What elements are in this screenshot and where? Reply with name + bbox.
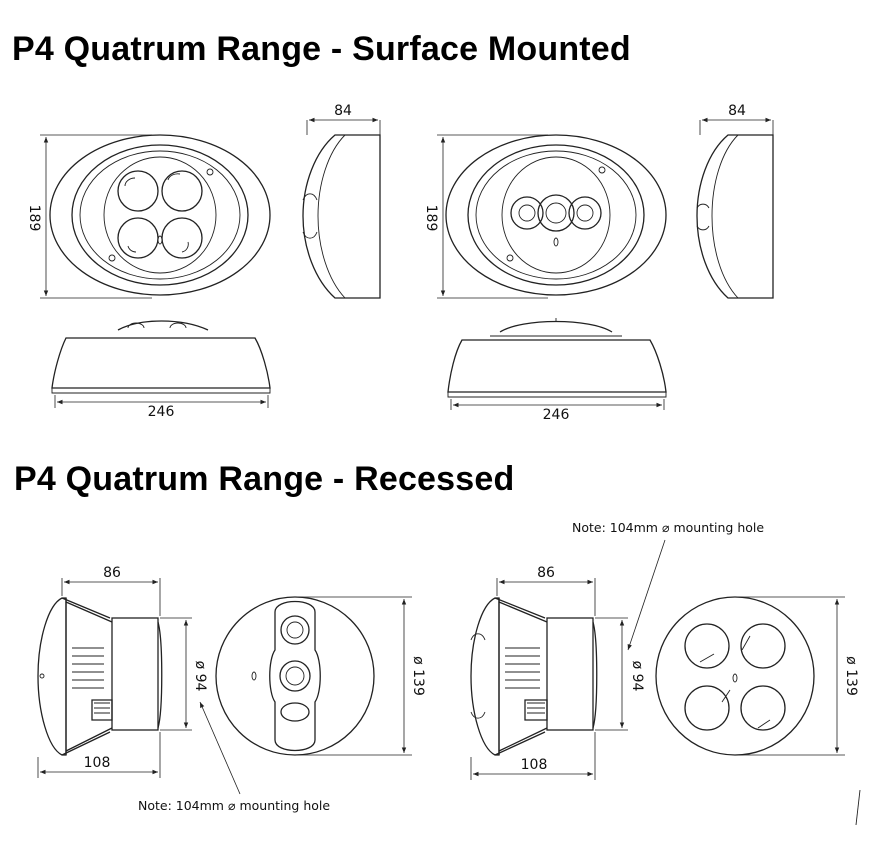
recessed-left-face-dia-label: ø 139: [410, 656, 426, 696]
surface-right-height-label: 189: [423, 205, 439, 232]
recessed-left-note: Note: 104mm ⌀ mounting hole: [138, 701, 330, 813]
surface-left-front-view: [49, 134, 271, 296]
recessed-right-note: Note: 104mm ⌀ mounting hole: [572, 520, 764, 651]
recessed-right-side-view: 86 108 ø 94: [470, 565, 645, 780]
recessed-left-overall-label: 108: [84, 755, 111, 771]
recessed-right-face-dia-label: ø 139: [843, 656, 859, 696]
surface-left-width-label: 246: [148, 404, 175, 420]
surface-right-height-dimension: 189: [423, 134, 548, 299]
surface-left-depth-label: 84: [334, 103, 352, 119]
surface-left-height-label: 189: [26, 205, 42, 232]
surface-left-bottom-view: 246: [51, 320, 271, 420]
heading-recessed: P4 Quatrum Range - Recessed: [14, 460, 515, 498]
surface-right-side-view: 84: [696, 103, 774, 299]
recessed-left-front-view: ø 139: [215, 596, 426, 756]
surface-right-front-view: [445, 134, 667, 296]
surface-right-width-label: 246: [543, 407, 570, 423]
surface-right-depth-label: 84: [728, 103, 746, 119]
recessed-left-body-dia-label: ø 94: [192, 661, 208, 692]
recessed-left-depth-label: 86: [103, 565, 121, 581]
surface-left-height-dimension: 189: [26, 134, 152, 299]
artifact-mark: [855, 789, 861, 826]
recessed-right-front-view: ø 139: [655, 596, 859, 756]
heading-surface-mounted: P4 Quatrum Range - Surface Mounted: [12, 30, 631, 68]
surface-right-bottom-view: 246: [447, 318, 667, 423]
surface-left-side-view: 84: [302, 103, 381, 299]
recessed-left-note-text: Note: 104mm ⌀ mounting hole: [138, 798, 330, 813]
recessed-right-overall-label: 108: [521, 757, 548, 773]
recessed-right-depth-label: 86: [537, 565, 555, 581]
recessed-left-side-view: 86 108 ø 94: [37, 565, 208, 778]
recessed-right-body-dia-label: ø 94: [629, 661, 645, 692]
recessed-right-note-text: Note: 104mm ⌀ mounting hole: [572, 520, 764, 535]
